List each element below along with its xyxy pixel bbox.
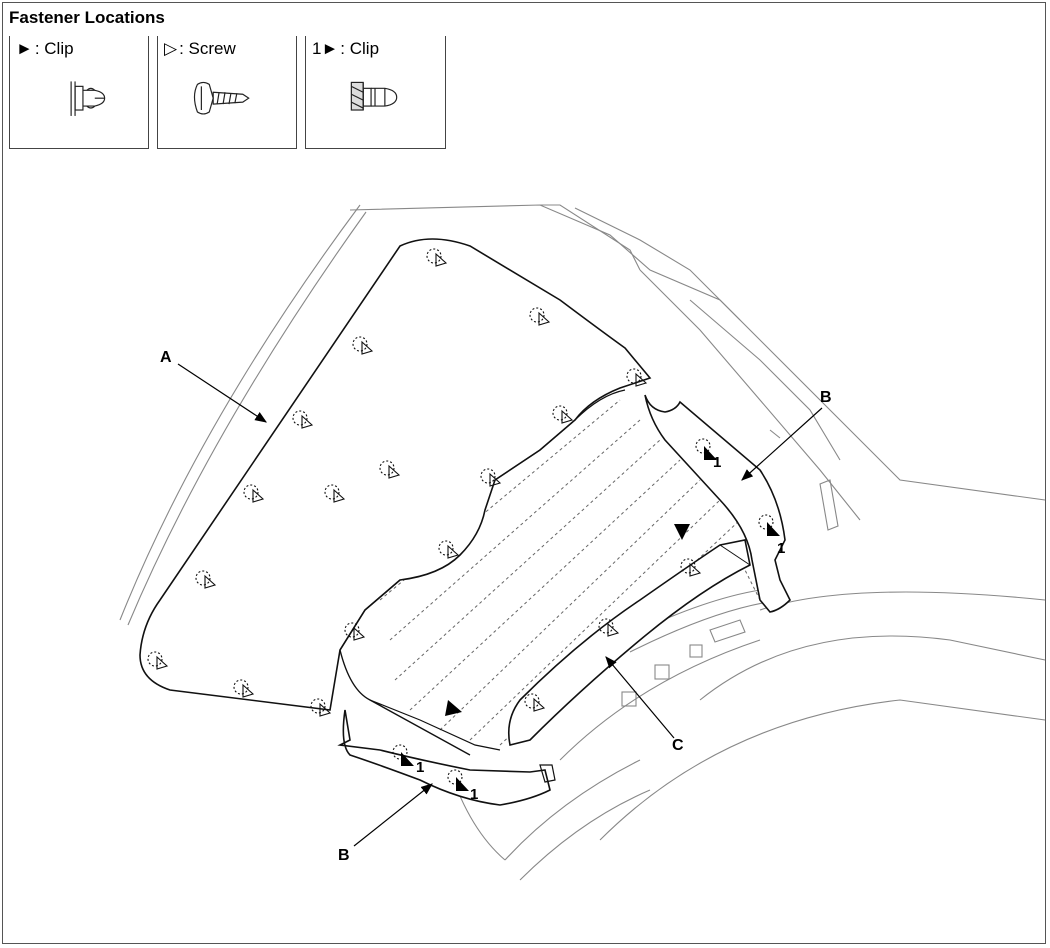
leader-c: [605, 656, 675, 739]
panel-a: [139, 238, 652, 711]
clip-markers: [445, 524, 690, 716]
callout-b-right: B: [820, 389, 832, 406]
callout-c: C: [672, 737, 684, 754]
screw-marker: [626, 368, 648, 387]
leader-a: [177, 363, 268, 423]
legend-screw: ▷: Screw: [157, 36, 297, 149]
tray-outline: [339, 579, 471, 756]
screw-marker: [379, 460, 401, 479]
screw-marker: [438, 540, 460, 559]
clip-type1-number: 1: [713, 454, 721, 471]
legend-screw-label: : Screw: [179, 39, 236, 58]
screw-icon: [193, 81, 250, 115]
clip-icon: [70, 81, 106, 116]
leader-b-bottom: [353, 783, 433, 847]
screw-marker: [324, 484, 346, 503]
screw-marker: [344, 622, 366, 641]
screw-marker: [310, 698, 332, 717]
panel-c-edge: [719, 544, 751, 566]
clip-type1-marker: [392, 744, 414, 766]
clip-type1-number: 1: [470, 786, 478, 803]
clip-type1-number: 1: [777, 540, 785, 557]
screw-marker: [195, 570, 217, 589]
screw-marker: [680, 558, 702, 577]
screw-marker: [233, 679, 255, 698]
panel-b-bottom: [337, 709, 551, 806]
screw-markers: [147, 248, 702, 717]
leader-b-right: [741, 407, 823, 481]
callout-b-bottom: B: [338, 847, 350, 864]
screw-marker: [480, 468, 502, 487]
clip-type1-number: 1: [416, 759, 424, 776]
callout-a: A: [160, 349, 172, 366]
screw-marker: [598, 618, 620, 637]
screw-marker: [292, 410, 314, 429]
tray-hatching: [379, 399, 761, 746]
clip-type1-symbol-icon: ►: [321, 39, 339, 58]
tray-inner: [369, 389, 626, 751]
screw-symbol-icon: ▷: [164, 39, 178, 58]
panel-c: [507, 539, 751, 746]
clip-marker: [674, 524, 690, 540]
clip-symbol-icon: ►: [16, 39, 33, 58]
screw-marker: [552, 405, 574, 424]
legend-clip: ►: Clip: [9, 36, 149, 149]
panel-b-bottom-tab: [539, 764, 556, 783]
legend-clip-type1: 1►: Clip: [305, 36, 446, 149]
screw-marker: [243, 484, 265, 503]
clip-type1-marker: [695, 438, 717, 460]
legend-clip-label: : Clip: [34, 39, 74, 58]
screw-marker: [147, 651, 169, 670]
screw-marker: [426, 248, 448, 267]
legend-clip-type1-number: 1: [312, 39, 322, 58]
legend-clip-type1-label: : Clip: [340, 39, 380, 58]
clip-type1-marker: [758, 514, 780, 536]
clip-type1-marker: [447, 769, 469, 791]
clip-type1-icon: [350, 81, 398, 111]
clip-type1-markers: [392, 438, 780, 791]
figure-title: Fastener Locations: [9, 8, 165, 27]
screw-marker: [352, 336, 374, 355]
vehicle-body-outline: [119, 204, 1046, 881]
screw-marker: [524, 693, 546, 712]
screw-marker: [529, 307, 551, 326]
panel-b-right: [644, 394, 791, 613]
clip-marker: [445, 700, 462, 716]
leader-lines: [177, 363, 823, 847]
